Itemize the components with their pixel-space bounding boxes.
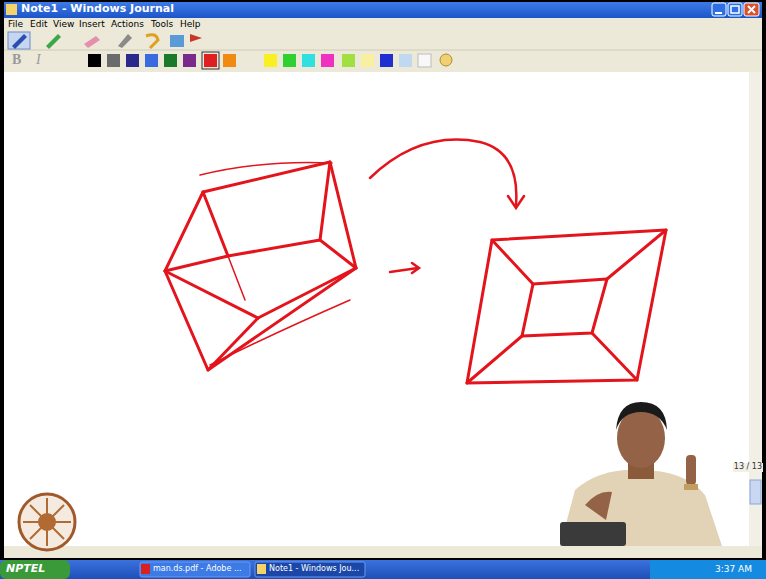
menu-item: Insert — [79, 20, 105, 30]
presenter — [560, 402, 722, 546]
color-swatches — [88, 52, 452, 69]
task-button — [255, 562, 365, 577]
journal-page — [4, 72, 749, 546]
menu-item: Help — [180, 20, 201, 30]
nptel-logo — [19, 494, 75, 550]
hscrollbar — [4, 546, 762, 558]
cube-drawing — [165, 162, 356, 370]
task-button — [140, 562, 250, 577]
start-label: NPTEL — [6, 563, 45, 575]
menu-item: Edit — [30, 20, 47, 30]
window-title: Note1 - Windows Journal — [21, 3, 174, 15]
start-button — [0, 560, 70, 579]
page-indicator: 13 / 13 — [733, 463, 763, 472]
taskbar — [0, 560, 766, 579]
window-buttons — [712, 3, 759, 16]
pen-tools — [8, 32, 202, 49]
menu-item: Actions — [111, 20, 144, 30]
task-label: Note1 - Windows Jou... — [269, 565, 359, 574]
task-label: man.ds.pdf - Adobe ... — [153, 565, 242, 574]
italic-button: I — [36, 52, 41, 67]
app-icon — [6, 4, 17, 15]
menu-item: View — [53, 20, 74, 30]
toolbar-area — [4, 18, 762, 72]
scrollbar — [749, 72, 762, 546]
menu-item: File — [8, 20, 23, 30]
menu-item: Tools — [151, 20, 173, 30]
scroll-thumb — [750, 480, 761, 504]
journal-icon — [257, 564, 266, 574]
transform-arrows — [370, 140, 524, 273]
toolbar-divider — [4, 50, 762, 51]
planar-drawing — [467, 230, 666, 383]
tray — [650, 560, 766, 579]
title-bar — [4, 2, 762, 18]
clock: 3:37 AM — [715, 565, 752, 575]
pdf-icon — [141, 564, 150, 574]
bold-button: B — [12, 52, 21, 67]
